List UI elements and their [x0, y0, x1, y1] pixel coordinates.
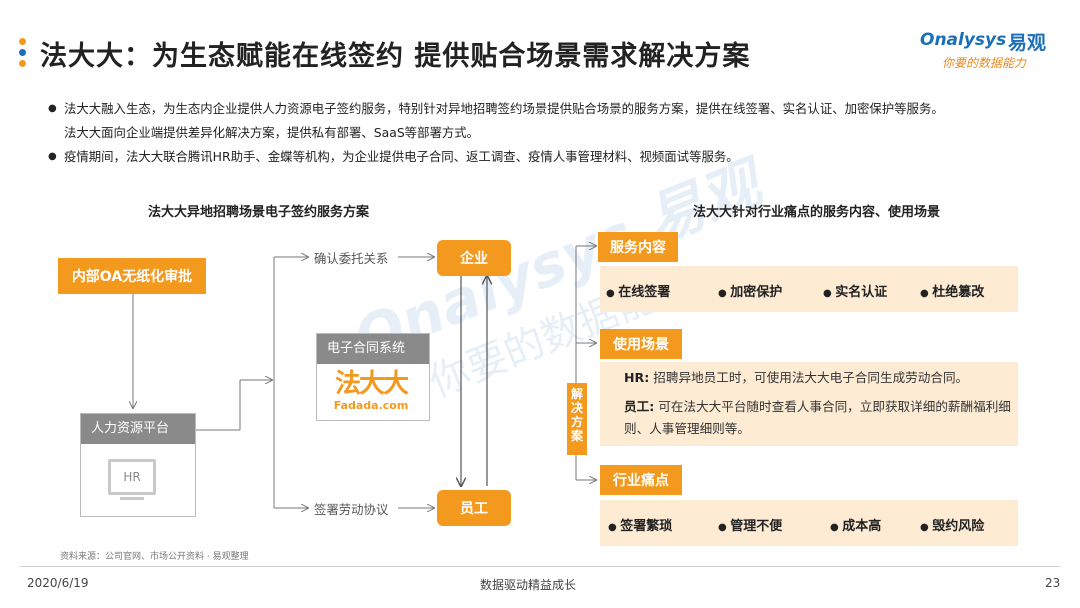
- title-dot-3: [19, 60, 26, 67]
- use-scene-employee: 员工: 可在法大大平台随时查看人事合同，立即获取详细的薪酬福利细则、人事管理细则…: [624, 396, 1012, 440]
- analysys-logo: Onalysys 易观 你要的数据能力: [920, 30, 1060, 74]
- service-item: 杜绝篡改: [920, 281, 984, 300]
- left-section-title: 法大大异地招聘场景电子签约服务方案: [148, 205, 370, 220]
- source-note: 资料来源：公司官网、市场公开资料 · 易观整理: [60, 552, 249, 562]
- bullet-item: 疫情期间，法大大联合腾讯HR助手、金蝶等机构，为企业提供电子合同、返工调查、疫情…: [48, 145, 1058, 169]
- hr-icon-text: HR: [123, 470, 141, 484]
- footer-divider: [20, 566, 1060, 567]
- footer-slogan: 数据驱动精益成长: [480, 578, 577, 592]
- use-scene-panel: [600, 362, 1018, 446]
- use-scene-emp-text: 可在法大大平台随时查看人事合同，立即获取详细的薪酬福利细则、人事管理细则等。: [624, 399, 1011, 436]
- use-scene-heading: 使用场景: [600, 329, 682, 359]
- enterprise-box: 企业: [437, 240, 511, 276]
- right-section-title: 法大大针对行业痛点的服务内容、使用场景: [693, 205, 941, 220]
- logo-brand-en: Onalysys: [920, 30, 1007, 50]
- page-title: 法大大：为生态赋能在线签约 提供贴合场景需求解决方案: [40, 41, 751, 72]
- title-dots: [19, 38, 27, 71]
- contract-system-label: 电子合同系统: [317, 334, 429, 364]
- label-confirm-entrustment: 确认委托关系: [314, 251, 389, 266]
- pain-point-item: 管理不便: [718, 515, 782, 534]
- pain-point-item: 签署繁琐: [608, 515, 672, 534]
- intro-bullets: 法大大融入生态，为生态内企业提供人力资源电子签约服务，特别针对异地招聘签约场景提…: [48, 97, 1058, 169]
- monitor-stand-icon: [120, 497, 144, 500]
- use-scene-emp-label: 员工:: [624, 399, 655, 414]
- use-scene-hr-text: 招聘异地员工时，可使用法大大电子合同生成劳动合同。: [653, 370, 969, 385]
- pain-point-item: 毁约风险: [920, 515, 984, 534]
- service-item: 实名认证: [823, 281, 887, 300]
- footer-date: 2020/6/19: [27, 576, 89, 590]
- pain-points-heading: 行业痛点: [600, 465, 682, 495]
- service-content-heading: 服务内容: [598, 232, 678, 262]
- use-scene-hr: HR: 招聘异地员工时，可使用法大大电子合同生成劳动合同。: [624, 367, 1012, 389]
- fadada-logo: 法大大 Fadada.com: [323, 368, 419, 418]
- pain-point-item: 成本高: [830, 515, 881, 534]
- monitor-icon: HR: [108, 459, 156, 495]
- fadada-logo-en: Fadada.com: [333, 399, 409, 412]
- solution-label: 解决方案: [567, 383, 587, 455]
- use-scene-hr-label: HR:: [624, 370, 650, 385]
- bullet-item-continuation: 法大大面向企业端提供差异化解决方案，提供私有部署、SaaS等部署方式。: [64, 125, 480, 140]
- fadada-logo-cn: 法大大: [334, 369, 409, 399]
- service-item: 在线签署: [606, 281, 670, 300]
- service-item: 加密保护: [718, 281, 782, 300]
- hr-platform-label: 人力资源平台: [81, 414, 195, 444]
- logo-slogan: 你要的数据能力: [942, 56, 1027, 70]
- logo-brand-cn: 易观: [1008, 32, 1047, 54]
- employee-box: 员工: [437, 490, 511, 526]
- title-dot-2: [19, 49, 26, 56]
- oa-approval-box: 内部OA无纸化审批: [58, 258, 206, 294]
- title-dot-1: [19, 38, 26, 45]
- bullet-item: 法大大融入生态，为生态内企业提供人力资源电子签约服务，特别针对异地招聘签约场景提…: [48, 97, 1058, 121]
- page-number: 23: [1045, 576, 1061, 590]
- label-sign-labor-agreement: 签署劳动协议: [314, 502, 389, 517]
